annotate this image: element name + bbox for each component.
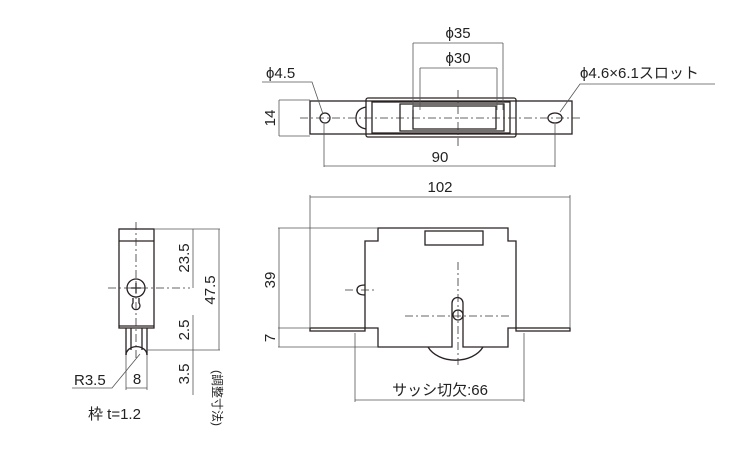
radius-label: R3.5 <box>74 372 106 389</box>
offset-7-label: 7 <box>262 334 279 342</box>
adjust-2-5-label: 2.5 <box>176 320 193 341</box>
hole-right-label: ϕ4.6×6.1スロット <box>580 65 699 82</box>
adjust-3-5-label: 3.5 <box>176 364 193 385</box>
hole-left-label: ϕ4.5 <box>266 65 295 82</box>
flange-left <box>309 327 366 332</box>
side-view: 23.5 47.5 2.5 3.5 (調整寸法) 8 R3.5 枠 t=1.2 <box>72 222 225 426</box>
phi35-label: ϕ35 <box>445 25 470 42</box>
wheel-width-label: 8 <box>133 371 141 388</box>
width-102-label: 102 <box>427 179 452 196</box>
frame-side <box>118 228 155 329</box>
height-14-label: 14 <box>262 110 279 127</box>
frame-thickness-label: 枠 t=1.2 <box>88 406 141 423</box>
base-plate <box>309 100 573 135</box>
phi30-label: ϕ30 <box>445 50 470 67</box>
upper-23-5-label: 23.5 <box>176 243 193 272</box>
adjust-note-label: (調整寸法) <box>210 370 225 426</box>
height-39-label: 39 <box>262 272 279 289</box>
window <box>424 230 484 246</box>
sash-cutout-label: サッシ切欠:66 <box>392 382 488 399</box>
housing <box>365 97 517 138</box>
front-view: 102 39 7 サッシ切欠:66 <box>262 179 571 402</box>
total-47-5-label: 47.5 <box>202 275 219 304</box>
top-view: ϕ35 ϕ30 ϕ4.5 ϕ4.6×6.1スロット 14 90 <box>262 25 715 167</box>
flange-right <box>515 327 571 332</box>
pitch-90-label: 90 <box>432 149 449 166</box>
housing-front <box>364 227 517 348</box>
wheel-top <box>412 105 497 130</box>
